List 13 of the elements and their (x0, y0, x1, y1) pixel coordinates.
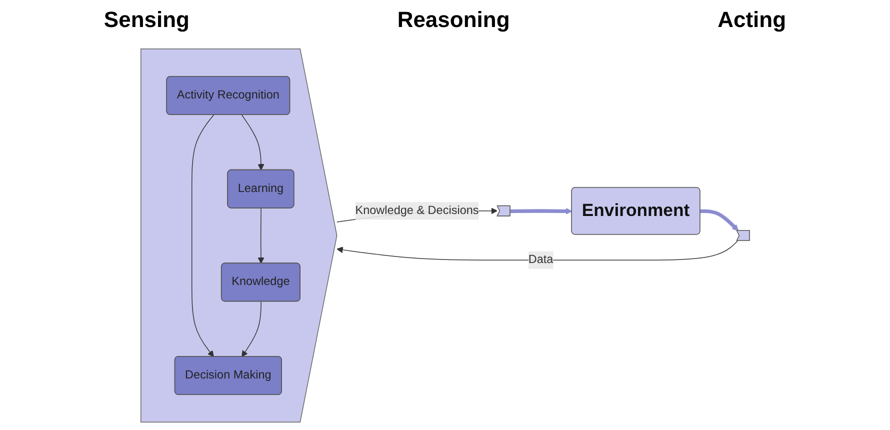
arrow (700, 208, 738, 231)
edge-label: Knowledge & Decisions (355, 204, 479, 216)
column-heading: Sensing (104, 7, 190, 33)
edge-label: Data (528, 253, 554, 266)
arrow (258, 207, 264, 264)
arrow (510, 207, 572, 214)
arrow (241, 300, 262, 357)
arrow (191, 114, 214, 357)
column-heading: Reasoning (397, 7, 510, 33)
arrow (241, 114, 264, 170)
arrow (336, 240, 738, 260)
cluster (140, 48, 338, 422)
column-heading: Acting (718, 7, 786, 33)
